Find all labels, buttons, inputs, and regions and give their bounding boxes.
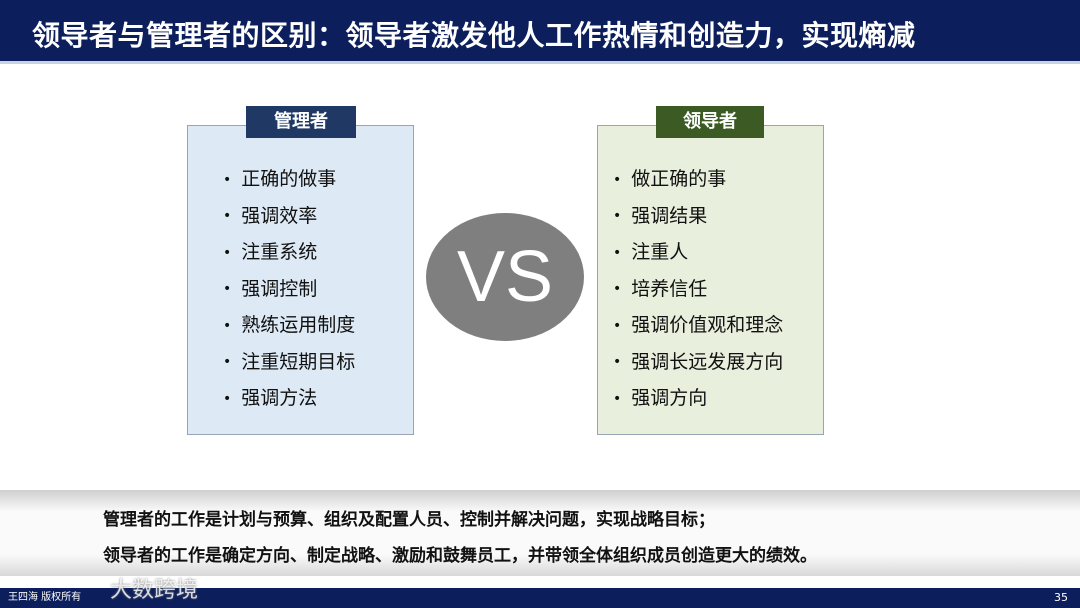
manager-list: 正确的做事 强调效率 注重系统 强调控制 熟练运用制度 注重短期目标 强调方法	[223, 164, 355, 420]
footer: 王四海 版权所有 35	[0, 588, 1080, 608]
list-item: 强调方法	[223, 383, 355, 420]
list-item: 熟练运用制度	[223, 310, 355, 347]
list-item: 注重人	[613, 237, 783, 274]
list-item: 强调结果	[613, 201, 783, 238]
leader-box: 做正确的事 强调结果 注重人 培养信任 强调价值观和理念 强调长远发展方向 强调…	[597, 125, 824, 435]
manager-label: 管理者	[246, 106, 356, 138]
list-item: 注重系统	[223, 237, 355, 274]
list-item: 强调长远发展方向	[613, 347, 783, 384]
summary-band: 管理者的工作是计划与预算、组织及配置人员、控制并解决问题，实现战略目标； 领导者…	[0, 490, 1080, 576]
list-item: 强调控制	[223, 274, 355, 311]
copyright: 王四海 版权所有	[8, 592, 82, 603]
list-item: 做正确的事	[613, 164, 783, 201]
vs-circle: VS	[426, 213, 584, 341]
header: 领导者与管理者的区别：领导者激发他人工作热情和创造力，实现熵减	[0, 0, 1080, 64]
list-item: 注重短期目标	[223, 347, 355, 384]
manager-box: 正确的做事 强调效率 注重系统 强调控制 熟练运用制度 注重短期目标 强调方法	[187, 125, 414, 435]
summary-manager: 管理者的工作是计划与预算、组织及配置人员、控制并解决问题，实现战略目标；	[103, 510, 715, 530]
leader-label: 领导者	[656, 106, 764, 138]
summary-leader: 领导者的工作是确定方向、制定战略、激励和鼓舞员工，并带领全体组织成员创造更大的绩…	[103, 546, 817, 566]
list-item: 强调价值观和理念	[613, 310, 783, 347]
slide-title: 领导者与管理者的区别：领导者激发他人工作热情和创造力，实现熵减	[32, 19, 916, 52]
list-item: 强调方向	[613, 383, 783, 420]
leader-list: 做正确的事 强调结果 注重人 培养信任 强调价值观和理念 强调长远发展方向 强调…	[613, 164, 783, 420]
page-number: 35	[1054, 591, 1068, 604]
watermark-logo: 大数跨境	[110, 578, 199, 603]
list-item: 强调效率	[223, 201, 355, 238]
list-item: 培养信任	[613, 274, 783, 311]
list-item: 正确的做事	[223, 164, 355, 201]
